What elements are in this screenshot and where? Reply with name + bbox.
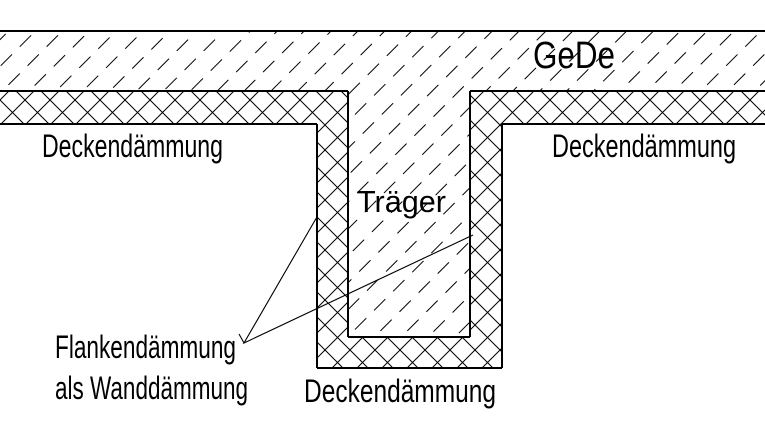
beam-bottom-insulation-label: Deckendämmung <box>304 373 496 409</box>
insulation-layer <box>0 91 765 368</box>
ceiling-insulation-right-label: Deckendämmung <box>552 128 736 164</box>
flank-insulation-leader-lines <box>238 215 474 345</box>
flank-insulation-label-line1: Flankendämmung <box>55 329 236 365</box>
slab-and-insulation-outline <box>0 30 765 369</box>
flank-insulation-label-line2: als Wanddämmung <box>55 370 248 406</box>
ceiling-insulation-left-label: Deckendämmung <box>42 128 223 164</box>
beam-label: Träger <box>357 184 446 219</box>
slab-label: GeDe <box>533 35 615 77</box>
concrete-slab-and-beam <box>0 31 765 337</box>
